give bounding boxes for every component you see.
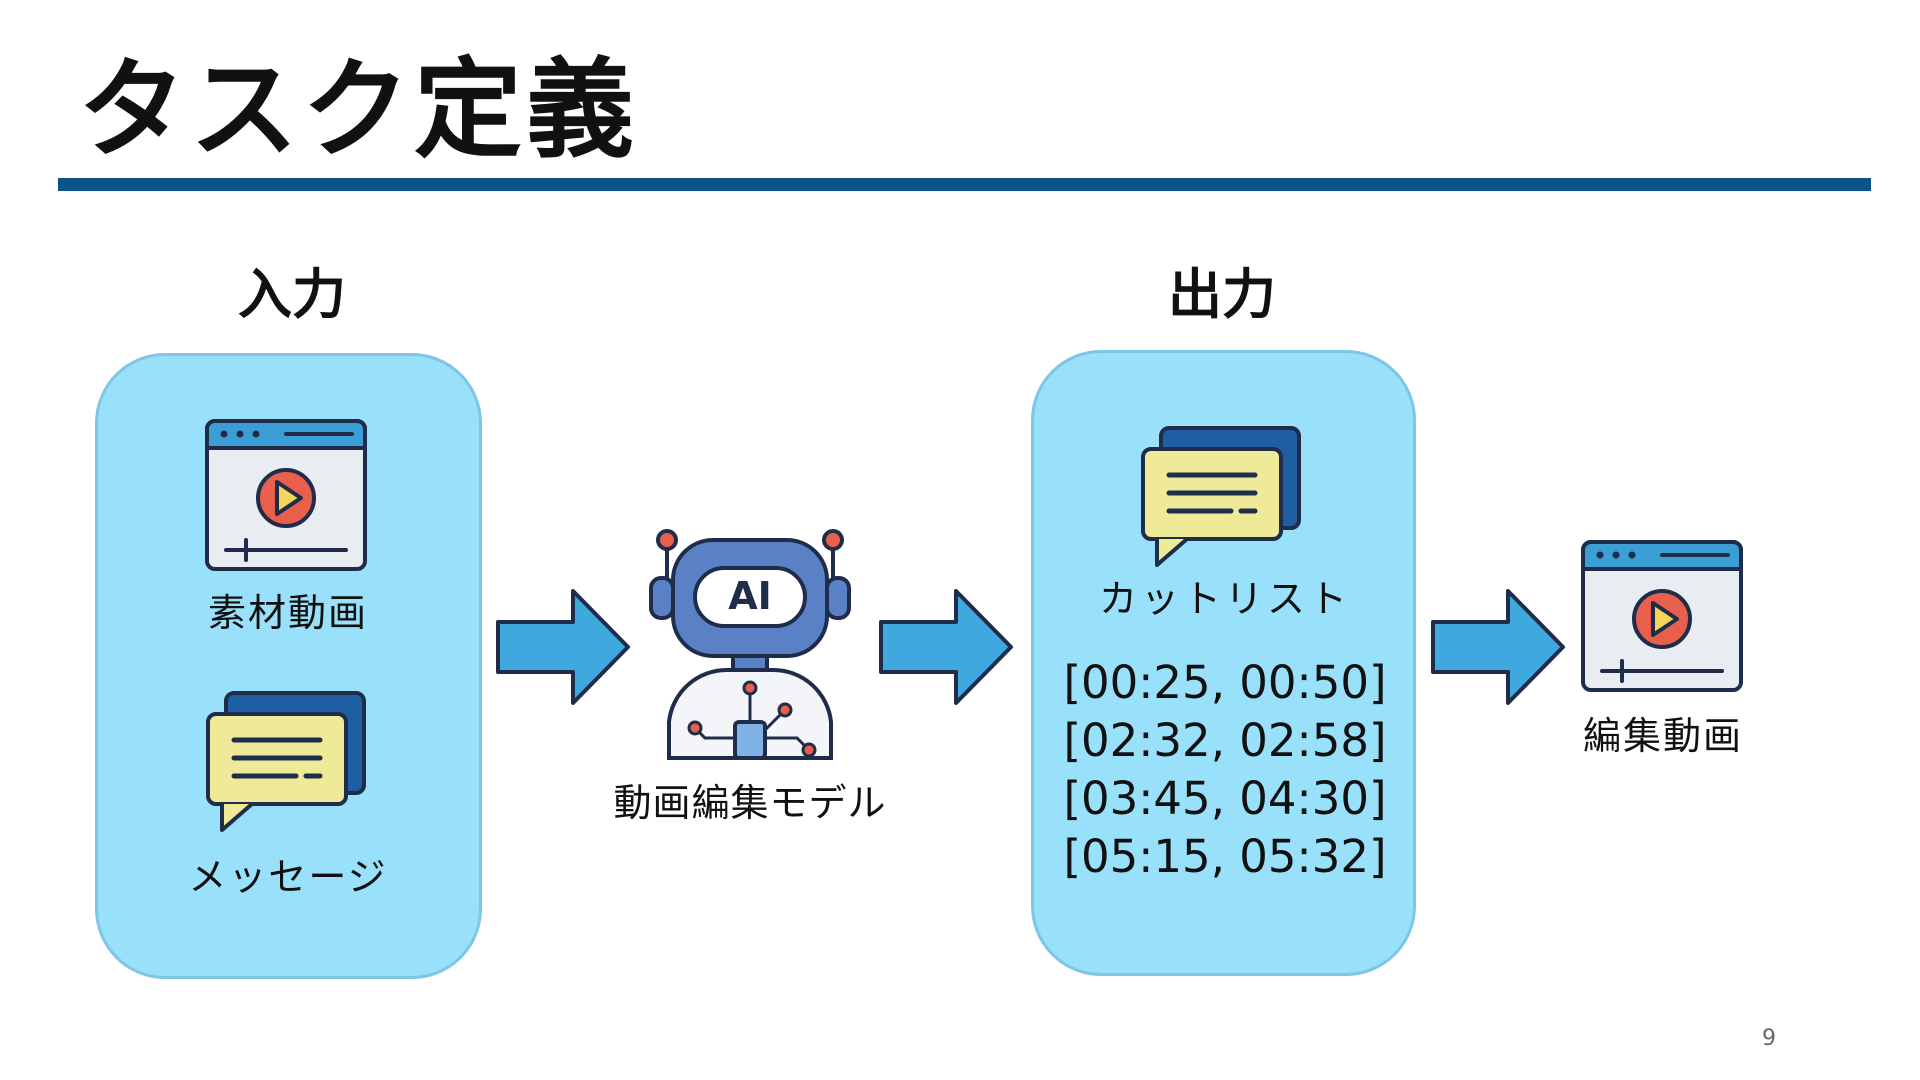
flow-arrow-output-to-result (1430, 588, 1566, 706)
output-heading: 出力 (1168, 263, 1276, 326)
ai-robot-icon-text: AI (728, 574, 772, 618)
ai-robot-icon: AI (645, 526, 855, 762)
cut-list-item: [03:45, 04:30] (1063, 772, 1387, 825)
cut-list-item: [00:25, 00:50] (1063, 656, 1387, 709)
cut-list-label: カットリスト (1098, 577, 1351, 621)
message-bubble-icon (204, 690, 368, 834)
flow-arrow-input-to-model (495, 588, 631, 706)
input-label-video: 素材動画 (207, 591, 368, 635)
cut-list-item: [02:32, 02:58] (1063, 714, 1387, 767)
title-rule (58, 178, 1871, 191)
message-bubble-icon (1139, 425, 1303, 569)
result-label: 編集動画 (1582, 714, 1743, 758)
input-heading: 入力 (238, 263, 346, 326)
page-number: 9 (1762, 1026, 1776, 1051)
video-player-icon (1580, 539, 1744, 693)
input-label-message: メッセージ (188, 855, 388, 899)
cut-list: [00:25, 00:50] [02:32, 02:58] [03:45, 04… (1060, 654, 1390, 886)
flow-arrow-model-to-output (878, 588, 1014, 706)
model-label: 動画編集モデル (613, 781, 887, 825)
video-player-icon (204, 418, 368, 572)
cut-list-item: [05:15, 05:32] (1063, 830, 1387, 883)
slide-title: タスク定義 (78, 48, 639, 173)
